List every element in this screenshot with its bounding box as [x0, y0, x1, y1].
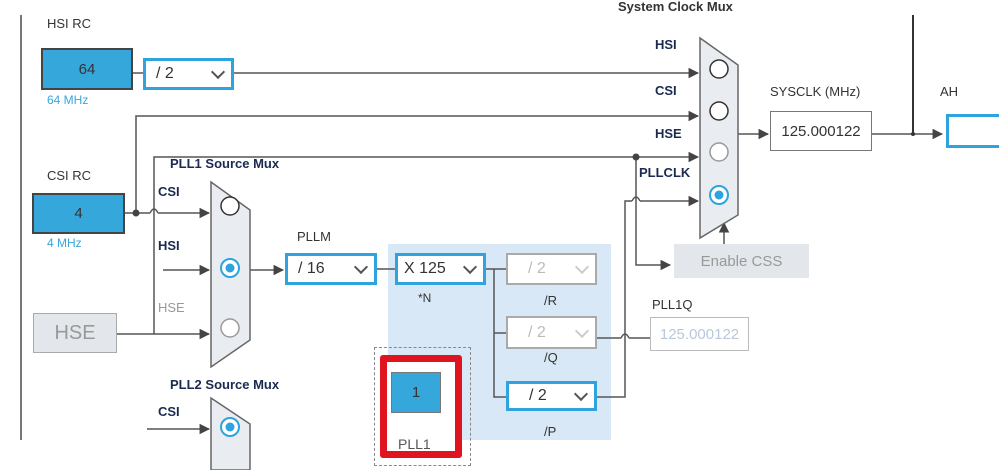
pll1-mux-title: PLL1 Source Mux	[170, 156, 280, 171]
pll1-mux-hsi-label: HSI	[158, 238, 180, 253]
csi-rc-label: CSI RC	[47, 168, 92, 183]
pll1-block-value[interactable]: 1	[391, 372, 441, 413]
hsi-rc-value[interactable]: 64	[41, 48, 133, 90]
enable-css-button[interactable]: Enable CSS	[674, 244, 809, 278]
chevron-down-icon	[353, 259, 369, 275]
hse-source[interactable]: HSE	[33, 313, 117, 353]
radio-sys-hse[interactable]	[709, 142, 729, 162]
selection-box	[374, 347, 471, 466]
hsi-divider-value: / 2	[156, 65, 174, 82]
pllr-value: / 2	[528, 260, 546, 277]
plln-value: X 125	[404, 260, 446, 277]
pll2-mux-csi-label: CSI	[158, 404, 180, 419]
pllq-value: / 2	[528, 323, 546, 341]
pll1-highlight: 1 PLL1	[380, 355, 462, 458]
hsi-rc-label: HSI RC	[47, 16, 92, 31]
pll1q-label: PLL1Q	[652, 297, 693, 312]
pllm-select[interactable]: / 16	[285, 253, 377, 285]
pllp-value: / 2	[529, 387, 547, 404]
radio-sys-csi[interactable]	[709, 101, 729, 121]
pllq-select[interactable]: / 2	[506, 316, 597, 349]
ahb-label: AH	[940, 84, 959, 99]
chevron-down-icon	[462, 259, 478, 275]
hsi-divider-select[interactable]: / 2	[143, 58, 234, 90]
pllr-select[interactable]: / 2	[506, 253, 597, 285]
radio-pll1-csi[interactable]	[220, 196, 240, 216]
pll1-block-label: PLL1	[398, 436, 431, 452]
system-mux-title: System Clock Mux	[618, 0, 733, 14]
pll1q-value: 125.000122	[650, 317, 749, 351]
ahb-prescaler-select[interactable]	[946, 114, 999, 148]
pllm-value: / 16	[298, 260, 325, 277]
pllq-label: /Q	[544, 350, 558, 365]
radio-sys-pllclk[interactable]	[709, 185, 729, 205]
csi-rc-value[interactable]: 4	[32, 193, 125, 234]
plln-label: *N	[418, 291, 432, 305]
sysclk-label: SYSCLK (MHz)	[770, 84, 861, 99]
sys-mux-pllclk-label: PLLCLK	[639, 165, 691, 180]
pllm-label: PLLM	[297, 229, 331, 244]
plln-select[interactable]: X 125	[395, 253, 486, 285]
radio-sys-hsi[interactable]	[709, 59, 729, 79]
sys-mux-hsi-label: HSI	[655, 37, 677, 52]
radio-pll2-csi[interactable]	[220, 417, 240, 437]
pll1-mux-csi-label: CSI	[158, 184, 180, 199]
pllp-label: /P	[544, 424, 557, 439]
chevron-down-icon	[574, 323, 590, 338]
hsi-freq: 64 MHz	[47, 93, 89, 107]
system-clock-mux	[699, 36, 739, 240]
csi-freq: 4 MHz	[47, 236, 82, 250]
pll2-mux-title: PLL2 Source Mux	[170, 377, 280, 392]
radio-pll1-hsi[interactable]	[220, 258, 240, 278]
chevron-down-icon	[574, 259, 590, 275]
pllp-select[interactable]: / 2	[506, 381, 597, 411]
pll1-mux-hse-label: HSE	[158, 300, 185, 315]
sysclk-value[interactable]: 125.000122	[770, 111, 872, 151]
sys-mux-csi-label: CSI	[655, 83, 677, 98]
chevron-down-icon	[573, 386, 589, 402]
chevron-down-icon	[210, 64, 226, 80]
radio-pll1-hse[interactable]	[220, 318, 240, 338]
sys-mux-hse-label: HSE	[655, 126, 682, 141]
pllr-label: /R	[544, 293, 557, 308]
